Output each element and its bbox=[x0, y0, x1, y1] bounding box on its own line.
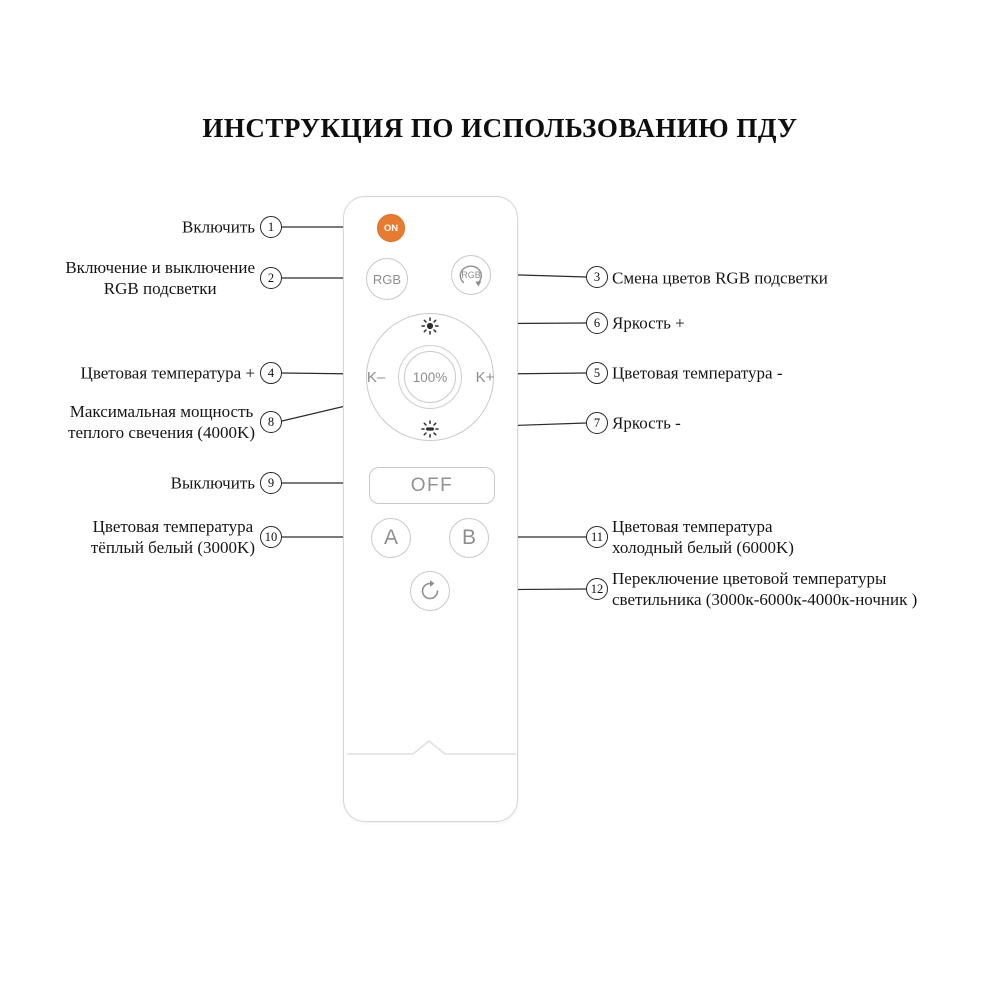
rgb-color-cycle-button: RGB bbox=[451, 255, 491, 295]
brightness-up-icon bbox=[421, 317, 439, 335]
dpad-ring bbox=[366, 313, 494, 441]
callout-10-number: 10 bbox=[260, 526, 282, 548]
rgb-cycle-label: RGB bbox=[461, 270, 481, 280]
callout-12-number: 12 bbox=[586, 578, 608, 600]
callout-6-label: Яркость + bbox=[612, 313, 685, 333]
a-button: A bbox=[371, 518, 411, 558]
callout-4-number: 4 bbox=[260, 362, 282, 384]
off-button: OFF bbox=[369, 467, 495, 504]
k-plus-button: K+ bbox=[475, 368, 495, 386]
k-minus-button: K– bbox=[366, 368, 386, 386]
power-on-button: ON bbox=[377, 214, 405, 242]
rgb-toggle-button: RGB bbox=[366, 258, 408, 300]
callout-7-label: Яркость - bbox=[612, 413, 681, 433]
callout-10-label: Цветовая температура тёплый белый (3000K… bbox=[90, 517, 255, 557]
cycle-arrow-icon bbox=[421, 580, 439, 600]
dpad-inner-ring bbox=[398, 345, 462, 409]
callout-4-label: Цветовая температура + bbox=[80, 363, 255, 383]
callout-2-number: 2 bbox=[260, 267, 282, 289]
center-100-button: 100% bbox=[404, 351, 456, 403]
callout-3-number: 3 bbox=[586, 266, 608, 288]
b-button: B bbox=[449, 518, 489, 558]
callout-12-label: Переключение цветовой температуры светил… bbox=[612, 569, 918, 609]
callout-5-label: Цветовая температура - bbox=[612, 363, 783, 383]
callout-1-label: Включить bbox=[182, 217, 255, 237]
callout-9-number: 9 bbox=[260, 472, 282, 494]
temp-cycle-button bbox=[410, 571, 450, 611]
callout-6-number: 6 bbox=[586, 312, 608, 334]
brightness-down-icon bbox=[421, 420, 439, 438]
callout-5-number: 5 bbox=[586, 362, 608, 384]
callout-7-number: 7 bbox=[586, 412, 608, 434]
page-title: ИНСТРУКЦИЯ ПО ИСПОЛЬЗОВАНИЮ ПДУ bbox=[202, 113, 798, 143]
battery-cover-seam bbox=[347, 739, 516, 755]
rgb-cycle-arrow-icon bbox=[459, 265, 482, 287]
callout-11-number: 11 bbox=[586, 526, 608, 548]
callout-2-label: Включение и выключение RGB подсветки bbox=[65, 258, 255, 298]
callout-8-label: Максимальная мощность теплого свечения (… bbox=[68, 402, 255, 442]
callout-8-number: 8 bbox=[260, 411, 282, 433]
remote-body: ON RGB RGB 100% bbox=[343, 196, 518, 822]
callout-11-label: Цветовая температура холодный белый (600… bbox=[612, 517, 794, 557]
callout-3-label: Смена цветов RGB подсветки bbox=[612, 268, 828, 288]
callout-9-label: Выключить bbox=[170, 473, 255, 493]
callout-1-number: 1 bbox=[260, 216, 282, 238]
